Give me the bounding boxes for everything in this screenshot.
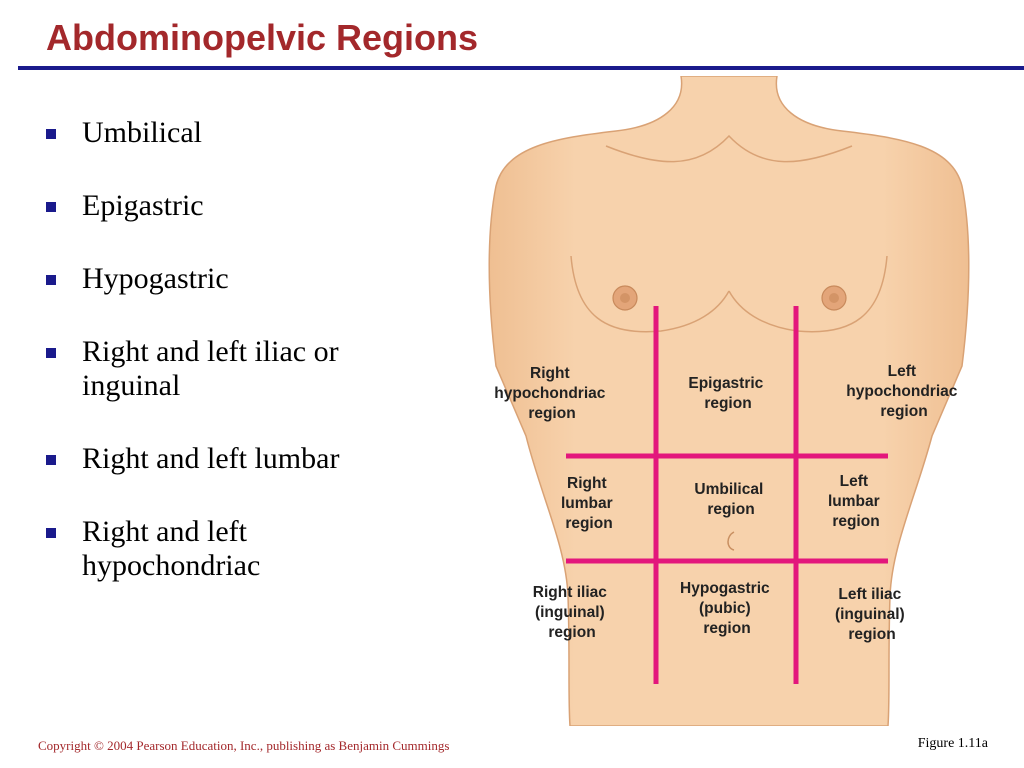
bullet-text: Right and left hypochondriac [82,515,426,583]
nipple-left-center [829,293,839,303]
square-bullet-icon [46,455,56,465]
title-divider [18,66,1024,70]
copyright-footer: Copyright © 2004 Pearson Education, Inc.… [38,738,449,754]
square-bullet-icon [46,202,56,212]
bullet-list: Umbilical Epigastric Hypogastric Right a… [46,116,426,622]
abdominopelvic-diagram: Right hypochondriac region Epigastric re… [486,76,972,726]
square-bullet-icon [46,348,56,358]
square-bullet-icon [46,275,56,285]
bullet-item: Right and left hypochondriac [46,515,426,583]
square-bullet-icon [46,528,56,538]
nipple-right-center [620,293,630,303]
square-bullet-icon [46,129,56,139]
torso-illustration: Right hypochondriac region Epigastric re… [486,76,972,726]
bullet-item: Umbilical [46,116,426,150]
bullet-text: Right and left iliac or inguinal [82,335,426,403]
bullet-item: Hypogastric [46,262,426,296]
region-label-right-lumbar: Right lumbar region [561,475,617,532]
bullet-text: Hypogastric [82,262,229,296]
bullet-item: Right and left iliac or inguinal [46,335,426,403]
bullet-text: Umbilical [82,116,202,150]
bullet-item: Right and left lumbar [46,442,426,476]
slide-title: Abdominopelvic Regions [46,16,478,59]
bullet-item: Epigastric [46,189,426,223]
bullet-text: Right and left lumbar [82,442,339,476]
bullet-text: Epigastric [82,189,204,223]
figure-label: Figure 1.11a [918,736,988,752]
